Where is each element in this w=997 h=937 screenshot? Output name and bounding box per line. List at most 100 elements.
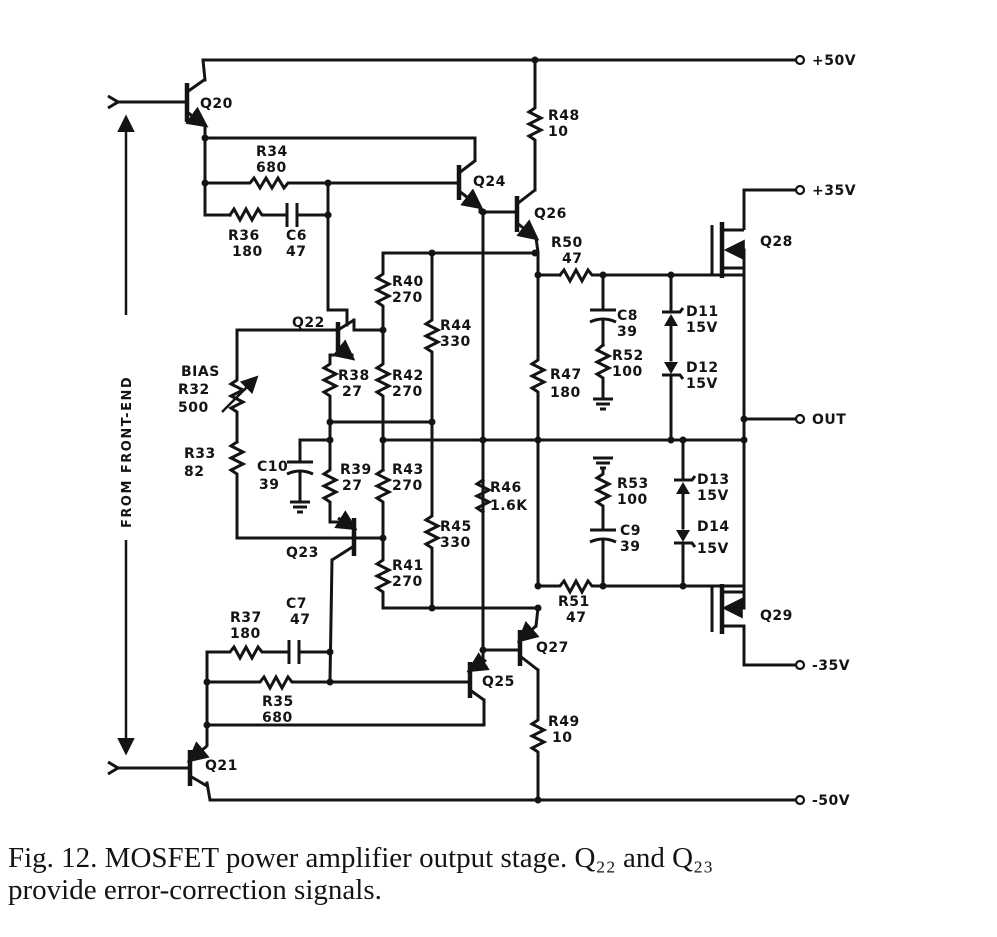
r53-value: 100 [617, 492, 648, 508]
q23-label: Q23 [286, 545, 319, 561]
d13-name: D13 [697, 472, 730, 488]
r50-value: 47 [562, 251, 582, 267]
terminal-plus35[interactable] [794, 184, 806, 196]
r53-name: R53 [617, 476, 649, 492]
c7-name: C7 [286, 596, 307, 612]
r33-value: 82 [184, 464, 204, 480]
resistor-r45: R45 330 [422, 420, 471, 610]
resistor-r49: R49 10 [528, 668, 580, 802]
capacitor-c6: C6 47 [285, 203, 332, 260]
r45-value: 330 [440, 535, 471, 551]
zener-d13: D13 15V [674, 438, 730, 530]
d13-value: 15V [697, 488, 729, 504]
mosfet-q29: Q29 [710, 584, 793, 634]
terminal-plus50[interactable] [794, 54, 806, 66]
r38-value: 27 [342, 384, 362, 400]
output-node: OUT [742, 412, 846, 428]
resistor-r44: R44 330 [422, 251, 472, 424]
resistor-r47: R47 180 [528, 273, 582, 584]
r44-name: R44 [440, 318, 472, 334]
figure-caption: Fig. 12. MOSFET power amplifier output s… [8, 842, 988, 906]
front-end-label: FROM FRONT-END [120, 376, 135, 528]
capacitor-c7: C7 47 [286, 596, 332, 664]
r51-value: 47 [566, 610, 586, 626]
terminal-out-label: OUT [812, 412, 846, 428]
transistor-q27: Q27 [516, 621, 569, 672]
resistor-r35: R35 680 [205, 673, 472, 726]
r37-name: R37 [230, 610, 262, 626]
q24-label: Q24 [473, 174, 506, 190]
r39-value: 27 [342, 478, 362, 494]
capacitor-c10: C10 39 [257, 436, 334, 514]
r35-value: 680 [262, 710, 293, 726]
d14-value: 15V [697, 541, 729, 557]
c6-name: C6 [286, 228, 307, 244]
r49-name: R49 [548, 714, 580, 730]
r34-value: 680 [256, 160, 287, 176]
transistor-q21: Q21 [186, 741, 238, 788]
resistor-r40: R40 270 [373, 251, 423, 332]
zener-d14: D14 15V [674, 519, 730, 588]
terminal-plus35-label: +35V [812, 183, 856, 199]
resistor-r42: R42 270 [373, 328, 424, 472]
q21-label: Q21 [205, 758, 238, 774]
transistor-q26: Q26 [514, 188, 567, 241]
zener-d12: D12 15V [662, 360, 719, 442]
r38-name: R38 [338, 368, 370, 384]
resistor-r43: R43 270 [373, 462, 423, 540]
r52-value: 100 [612, 364, 643, 380]
q27-label: Q27 [536, 640, 569, 656]
r39-name: R39 [340, 462, 372, 478]
d12-value: 15V [686, 376, 718, 392]
resistor-r38: R38 27 [320, 353, 370, 424]
terminal-minus35-label: -35V [812, 658, 850, 674]
r32-name: R32 [178, 382, 210, 398]
resistor-r39: R39 27 [320, 420, 372, 524]
q29-label: Q29 [760, 608, 793, 624]
r40-value: 270 [392, 290, 423, 306]
r51-name: R51 [558, 594, 590, 610]
r49-value: 10 [552, 730, 572, 746]
c8-name: C8 [617, 308, 638, 324]
q26-label: Q26 [534, 206, 567, 222]
r47-name: R47 [550, 367, 582, 383]
c9-value: 39 [620, 539, 640, 555]
terminal-minus50[interactable] [794, 794, 806, 806]
r44-value: 330 [440, 334, 471, 350]
r36-name: R36 [228, 228, 260, 244]
r35-name: R35 [262, 694, 294, 710]
caption-line-1: Fig. 12. MOSFET power amplifier output s… [8, 842, 714, 874]
r46-value: 1.6K [490, 498, 528, 514]
transistor-q20: Q20 [184, 78, 233, 128]
terminal-minus35[interactable] [794, 659, 806, 671]
caption-line-2: provide error-correction signals. [8, 874, 382, 906]
resistor-r48: R48 10 [525, 58, 579, 192]
q20-label: Q20 [200, 96, 233, 112]
r32-prefix: BIAS [181, 364, 220, 380]
rail-plus35: +35V [742, 183, 856, 224]
r42-name: R42 [392, 368, 424, 384]
transistor-q23: Q23 [286, 510, 358, 562]
d11-name: D11 [686, 304, 719, 320]
d12-name: D12 [686, 360, 719, 376]
d14-name: D14 [697, 519, 730, 535]
resistor-r34: R34 680 [203, 144, 459, 191]
r41-value: 270 [392, 574, 423, 590]
r33-name: R33 [184, 446, 216, 462]
r34-name: R34 [256, 144, 288, 160]
terminal-out[interactable] [794, 413, 806, 425]
pot-r32: BIAS R32 500 [178, 328, 259, 444]
r46-name: R46 [490, 480, 522, 496]
resistor-r36: R36 180 [227, 205, 287, 260]
q25-label: Q25 [482, 674, 515, 690]
q22-label: Q22 [292, 315, 325, 331]
resistor-r46: R46 1.6K [473, 477, 528, 515]
capacitor-c9: C9 39 [589, 523, 641, 588]
mosfet-q28: Q28 [710, 222, 792, 278]
r43-value: 270 [392, 478, 423, 494]
resistor-r37: R37 180 [205, 610, 289, 662]
resistor-r50: R50 47 [551, 235, 746, 285]
resistor-r52: R52 100 [593, 342, 643, 411]
c10-value: 39 [259, 477, 279, 493]
